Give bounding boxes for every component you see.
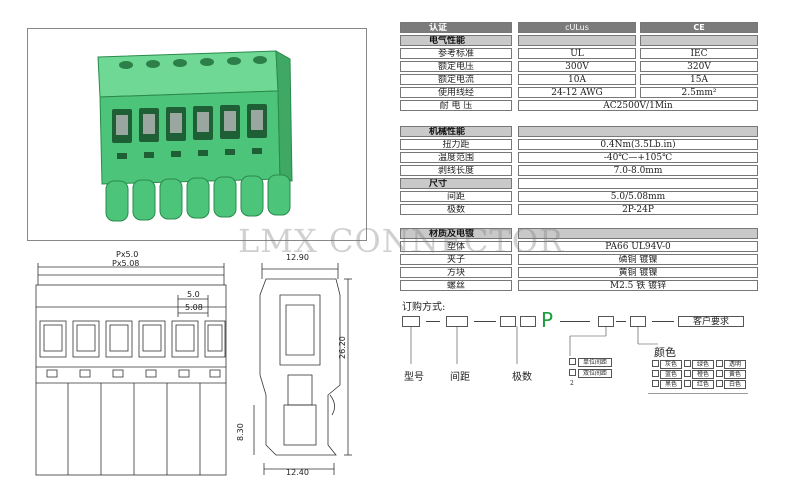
poles-label: 极数 <box>512 372 532 383</box>
front-view-icon <box>35 263 227 476</box>
pitch-label: 间距 <box>450 372 470 383</box>
color-swatch <box>716 380 723 387</box>
spec-label: 塑体 <box>400 241 512 252</box>
spec-value: PA66 UL94V-0 <box>518 241 758 252</box>
color-swatch <box>652 380 659 387</box>
pitch-option-2: 双位间距 <box>578 369 612 378</box>
spec-value: AC2500V/1Min <box>518 100 758 111</box>
ce-mark: CE <box>640 22 758 33</box>
color-swatch <box>684 360 691 367</box>
pitch-option-1: 单位间距 <box>578 358 612 367</box>
mechanical-header-fill <box>518 126 758 137</box>
series-letter: P <box>541 308 554 332</box>
cert-label: 认证 <box>400 22 512 33</box>
color-swatch <box>652 360 659 367</box>
electrical-header-fill-2 <box>640 35 758 46</box>
color-cell: 白色 <box>724 380 746 389</box>
pitch-label-1: Px5.0 <box>116 250 139 259</box>
poles-box-1 <box>500 316 516 327</box>
leader-lines <box>410 326 658 364</box>
spec-label: 扭力距 <box>400 139 512 150</box>
size-header: 尺寸 <box>400 178 512 189</box>
spec-label: 间距 <box>400 191 512 202</box>
spec-value-iec: 320V <box>640 61 758 72</box>
spec-value-ul: 10A <box>518 74 636 85</box>
spec-value-ul: 300V <box>518 61 636 72</box>
spec-label: 额定电压 <box>400 61 512 72</box>
color-swatch <box>716 360 723 367</box>
spec-value: 5.0/5.08mm <box>518 191 758 202</box>
spec-label: 螺丝 <box>400 280 512 291</box>
color-swatch <box>716 370 723 377</box>
product-photo <box>27 28 367 241</box>
separator-dash <box>560 321 590 322</box>
spec-label: 极数 <box>400 204 512 215</box>
material-header-fill <box>518 228 758 239</box>
color-swatch <box>652 370 659 377</box>
color-swatch <box>684 370 691 377</box>
spec-value-iec: IEC <box>640 48 758 59</box>
color-cell: 黄色 <box>724 370 746 379</box>
color-cell: 红色 <box>692 380 714 389</box>
pitch-label-2: Px5.08 <box>112 259 140 268</box>
mechanical-header: 机械性能 <box>400 126 512 137</box>
spec-label: 使用线经 <box>400 87 512 98</box>
spec-label: 参考标准 <box>400 48 512 59</box>
spec-label: 额定电流 <box>400 74 512 85</box>
height-dim: 26.20 <box>338 336 347 359</box>
material-header: 材质及电镀 <box>400 228 512 239</box>
color-cell: 蓝色 <box>660 370 682 379</box>
top-width-dim: 12.90 <box>286 253 309 262</box>
separator-dash <box>474 321 496 322</box>
pitch-option-code-2: 2 <box>569 369 576 387</box>
separator-dash <box>426 321 440 322</box>
color-title: 颜色 <box>654 346 676 359</box>
poles-box-2 <box>520 316 536 327</box>
separator-dash <box>652 321 674 322</box>
electrical-header: 电气性能 <box>400 35 512 46</box>
spec-value: 2P-24P <box>518 204 758 215</box>
side-view-icon <box>253 263 352 475</box>
spec-value-ul: UL <box>518 48 636 59</box>
spec-value: 磷铜 镀镍 <box>518 254 758 265</box>
model-label: 型号 <box>404 372 424 383</box>
pitch-dim-b: 5.08 <box>185 303 203 312</box>
pitch-option-code-1: 1 <box>569 358 576 376</box>
color-cell: 绿色 <box>692 360 714 369</box>
spec-value: 黄铜 镀镍 <box>518 267 758 278</box>
spec-value-iec: 2.5mm² <box>640 87 758 98</box>
spec-value: 0.4Nm(3.5Lb.in) <box>518 139 758 150</box>
spec-label: 耐 电 压 <box>400 100 512 111</box>
spec-value-ul: 24-12 AWG <box>518 87 636 98</box>
separator-dash <box>616 321 626 322</box>
color-swatch <box>684 380 691 387</box>
front-view-drawing: Px5.0 Px5.08 5.0 5.08 <box>28 250 233 480</box>
spec-value: -40℃—+105℃ <box>518 152 758 163</box>
customer-box: 客户要求 <box>678 316 744 327</box>
spec-label: 温度范围 <box>400 152 512 163</box>
spec-label: 方块 <box>400 267 512 278</box>
spec-label: 夹子 <box>400 254 512 265</box>
electrical-header-fill-1 <box>518 35 636 46</box>
watermark: LMX CONNECTOR <box>238 222 565 260</box>
size-header-fill <box>518 178 758 189</box>
spec-value: M2.5 铁 镀锌 <box>518 280 758 291</box>
side-view-drawing: 12.90 26.20 8.30 12.40 <box>236 253 370 480</box>
color-cell: 透明 <box>724 360 746 369</box>
color-cell: 灰色 <box>660 360 682 369</box>
color-underline <box>648 393 748 394</box>
pitch-dim-a: 5.0 <box>187 290 200 299</box>
spec-value-iec: 15A <box>640 74 758 85</box>
spec-value: 7.0-8.0mm <box>518 165 758 176</box>
ul-mark: cULus <box>518 22 636 33</box>
spec-label: 剥线长度 <box>400 165 512 176</box>
color-cell: 黑色 <box>660 380 682 389</box>
lower-height-dim: 8.30 <box>236 423 245 441</box>
bottom-width-dim: 12.40 <box>286 468 309 477</box>
color-cell: 橙色 <box>692 370 714 379</box>
ordering-title: 订购方式: <box>402 302 446 313</box>
connector-photo-icon <box>97 50 293 222</box>
